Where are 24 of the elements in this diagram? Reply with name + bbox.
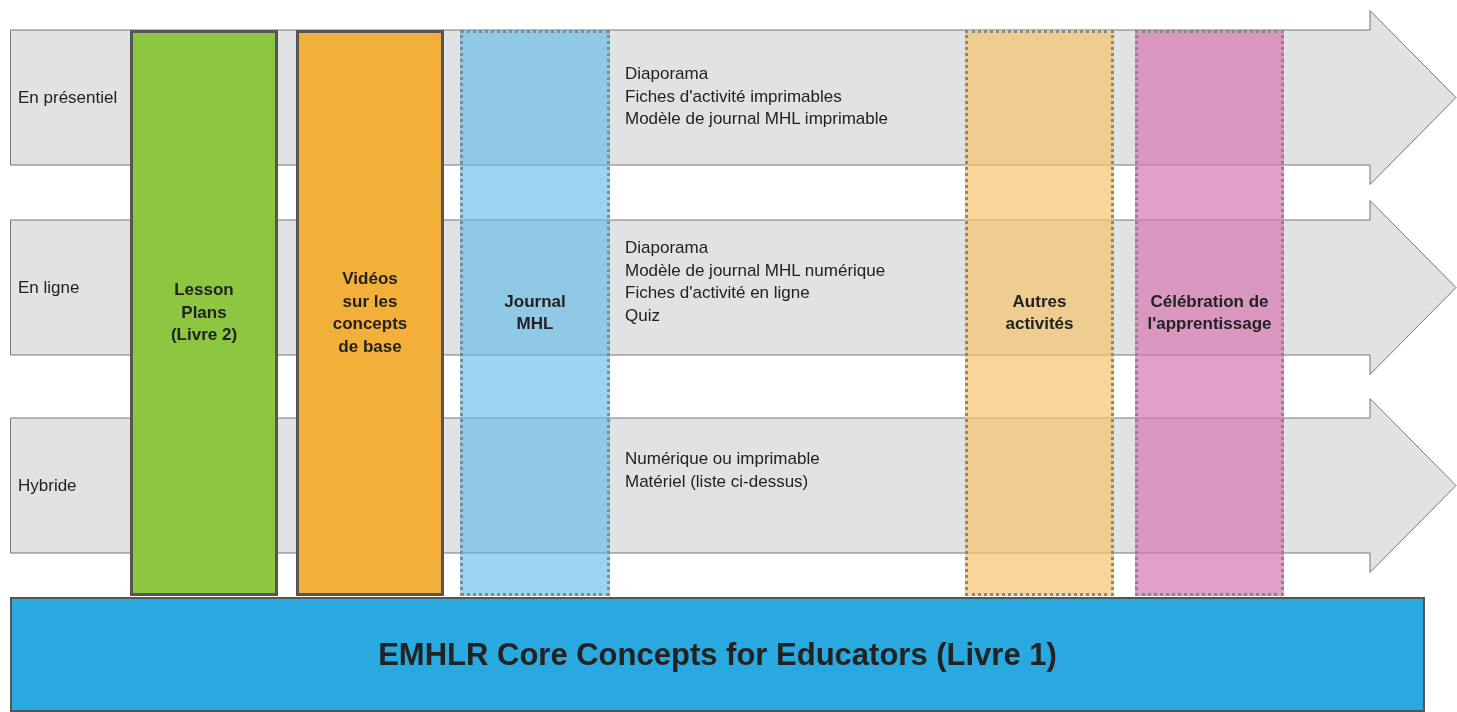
base-bar [10,597,1425,712]
list-item: Fiches d'activité imprimables [625,85,843,108]
row-label: Hybride [18,475,77,497]
row-label: En ligne [18,277,80,299]
column-band [130,30,278,596]
row-label: En présentiel [18,87,118,109]
column-band [1135,30,1284,596]
list-item: Matériel (liste ci-dessus) [625,470,810,493]
list-item: Quiz [625,304,661,327]
column-title: Vidéos sur les concepts de base [331,268,409,358]
column-title: Autres activités [1004,290,1075,335]
column-band [965,30,1114,596]
list-item: Numérique ou imprimable [625,448,820,470]
column-title: Journal MHL [503,290,567,335]
column-band [460,30,610,596]
base-title: EMHLR Core Concepts for Educators (Livre 1) [377,637,1058,673]
list-item: Fiches d'activité en ligne [625,282,811,304]
list-item: Diaporama [625,63,710,85]
column-title: Lesson Plans (Livre 2) [169,279,239,347]
column-title: Célébration de l'apprentissage [1146,290,1273,335]
list-item: Modèle de journal MHL numérique [625,259,886,282]
list-item: Diaporama [625,237,710,259]
list-item: Modèle de journal MHL imprimable [625,108,888,130]
column-band [296,30,444,596]
